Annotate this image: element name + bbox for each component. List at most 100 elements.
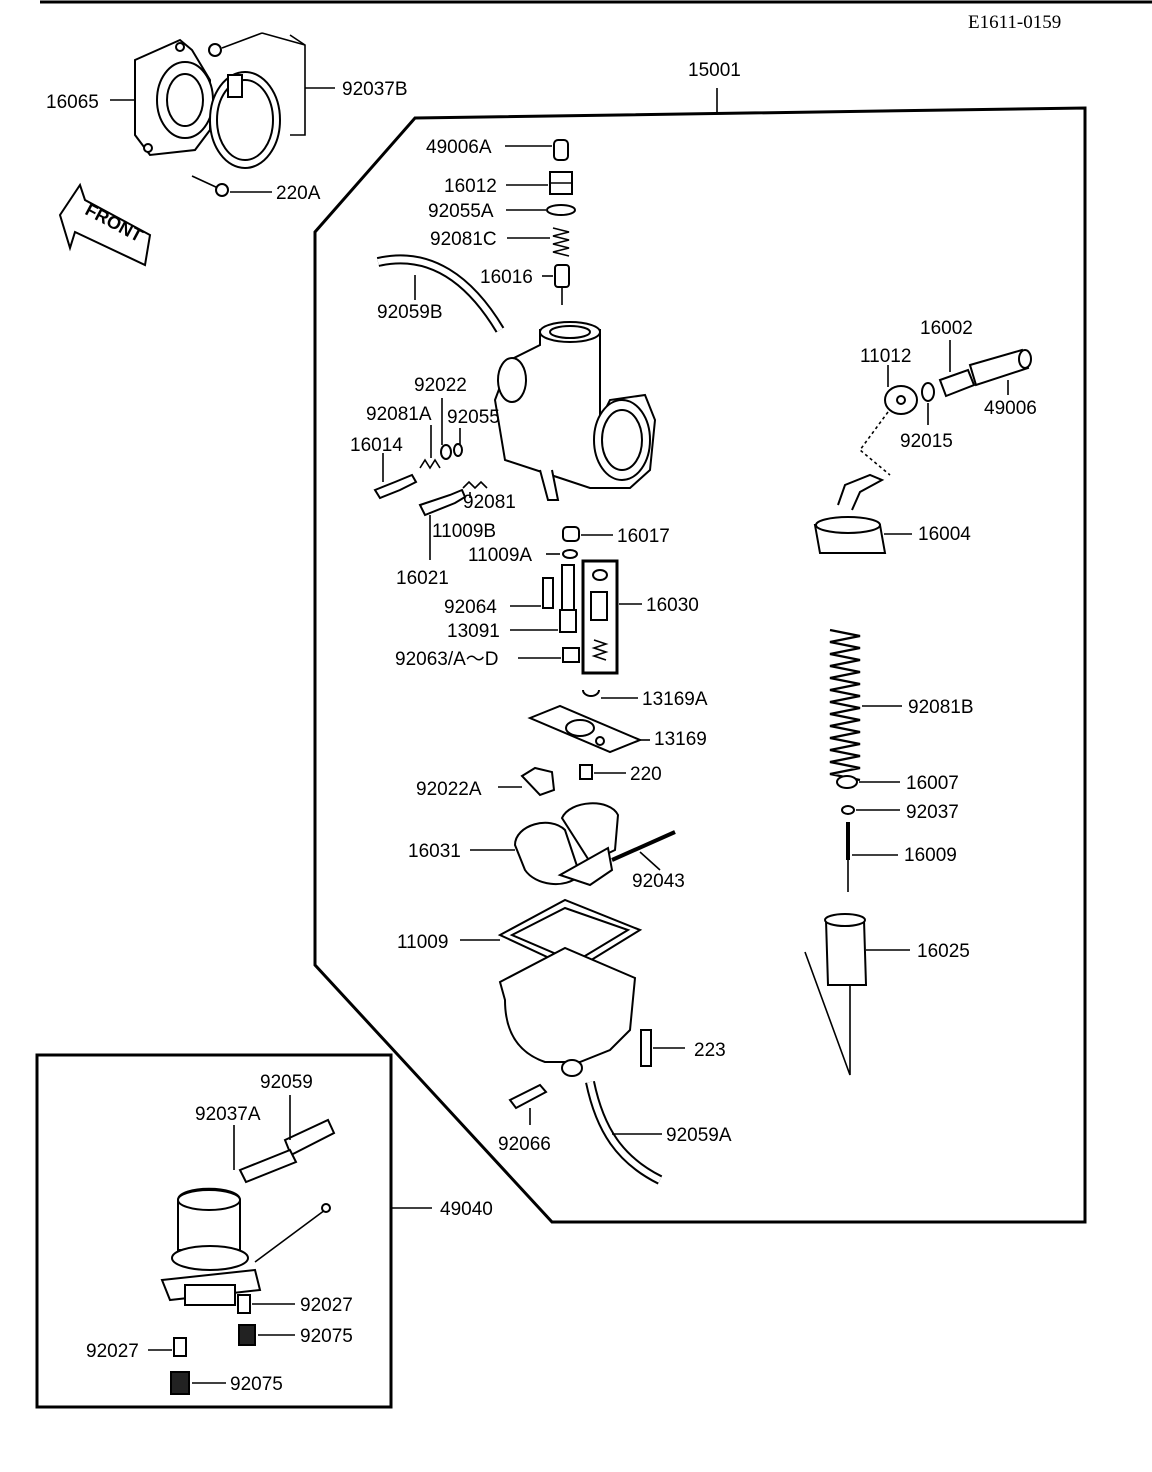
seat-16007-icon: [836, 775, 858, 789]
screw-16021-icon: [418, 488, 467, 517]
pilot-jet-92064-icon: [542, 577, 554, 609]
fuel-pump-inset-box: [35, 1053, 393, 1409]
label-223: 223: [694, 1040, 726, 1061]
label-92055A: 92055A: [428, 201, 494, 222]
label-92059: 92059: [260, 1072, 313, 1093]
label-92075-upper: 92075: [300, 1326, 353, 1347]
label-16065: 16065: [46, 92, 99, 113]
bushing-92027b-icon: [173, 1337, 187, 1357]
main-jet-13091-icon: [559, 564, 577, 633]
label-15001: 15001: [688, 60, 741, 81]
screw-223-icon: [640, 1029, 652, 1067]
fuel-pump-49040: [160, 1187, 262, 1306]
label-92081B: 92081B: [908, 697, 974, 718]
label-16030: 16030: [646, 595, 699, 616]
jet-92063-icon: [562, 647, 580, 663]
needle-jet-16030: [581, 559, 619, 675]
oring-11009A-icon: [562, 549, 578, 559]
drain-screw-92066-icon: [508, 1083, 548, 1110]
label-92037A: 92037A: [195, 1104, 261, 1125]
plug-16017-icon: [562, 526, 580, 542]
tube-92059A: [585, 1080, 663, 1185]
grommet-92075-icon: [238, 1324, 256, 1346]
label-16012: 16012: [444, 176, 497, 197]
spring-92081C-icon: [552, 227, 570, 257]
intake-holder-16065: [134, 38, 214, 157]
label-92055: 92055: [447, 407, 500, 428]
washer-92022-icon: [440, 444, 452, 460]
top-cap-16004: [813, 473, 887, 554]
clip-13169A-icon: [582, 689, 600, 697]
carburetor-assembly-outline: [313, 106, 1087, 1224]
label-49006A: 49006A: [426, 137, 492, 158]
label-16016: 16016: [480, 267, 533, 288]
label-16031: 16031: [408, 841, 461, 862]
carburetor-body: [493, 321, 657, 501]
spring-92081A-icon: [419, 458, 441, 470]
label-16021: 16021: [396, 568, 449, 589]
label-16007: 16007: [906, 773, 959, 794]
spring-92081B: [829, 628, 861, 782]
label-92081: 92081: [463, 492, 516, 513]
label-13091: 13091: [447, 621, 500, 642]
clip-92037-icon: [841, 805, 855, 815]
label-16002: 16002: [920, 318, 973, 339]
nut-11012-icon: [884, 385, 918, 415]
label-13169: 13169: [654, 729, 707, 750]
label-92043: 92043: [632, 871, 685, 892]
label-11009B: 11009B: [432, 521, 496, 542]
label-16009: 16009: [904, 845, 957, 866]
label-92015: 92015: [900, 431, 953, 452]
label-220: 220: [630, 764, 662, 785]
label-16025: 16025: [917, 941, 970, 962]
oring-92055-icon: [453, 443, 463, 457]
label-11009: 11009: [397, 932, 448, 953]
plunger-16016-icon: [554, 264, 570, 305]
float-bowl: [498, 946, 637, 1077]
grommet-92075b-icon: [170, 1371, 190, 1395]
screw-220A: [191, 175, 229, 197]
holder-92022A-icon: [520, 766, 556, 797]
oring-92055A-icon: [546, 204, 576, 216]
label-92059B: 92059B: [377, 302, 443, 323]
screw-220-icon: [579, 764, 593, 780]
label-92063: 92063/A～D: [395, 649, 499, 670]
label-49006: 49006: [984, 398, 1037, 419]
adjuster-16012-icon: [549, 171, 573, 195]
label-11009A: 11009A: [468, 545, 532, 566]
label-92075-lower: 92075: [230, 1374, 283, 1395]
spring-92081-icon: [462, 480, 488, 490]
label-16014: 16014: [350, 435, 403, 456]
label-92022: 92022: [414, 375, 467, 396]
throttle-valve-16025: [824, 913, 868, 986]
label-13169A: 13169A: [642, 689, 708, 710]
hose-92059-icon: [283, 1118, 336, 1157]
screw-16014-icon: [373, 473, 418, 500]
hose-92037A-icon: [238, 1148, 298, 1184]
label-92037: 92037: [906, 802, 959, 823]
label-16017: 16017: [617, 526, 670, 547]
label-92037B: 92037B: [342, 79, 408, 100]
label-92022A: 92022A: [416, 779, 482, 800]
label-11012: 11012: [860, 346, 911, 367]
label-16004: 16004: [918, 524, 971, 545]
screw-upper: [208, 32, 263, 57]
pin-92043-icon: [611, 830, 676, 862]
cap-16002-icon: [938, 368, 976, 398]
label-220A: 220A: [276, 183, 321, 204]
label-92064: 92064: [444, 597, 497, 618]
label-92081A: 92081A: [366, 404, 432, 425]
label-49040: 49040: [440, 1199, 493, 1220]
cap-49006A-icon: [553, 139, 569, 161]
label-92081C: 92081C: [430, 229, 497, 250]
label-92059A: 92059A: [666, 1125, 732, 1146]
washer-92015-icon: [921, 382, 935, 402]
plate-13169: [527, 704, 643, 754]
clamp-92037B: [209, 71, 281, 169]
label-92027-upper: 92027: [300, 1295, 353, 1316]
diagram-code: E1611-0159: [968, 12, 1061, 33]
label-92027-lower: 92027: [86, 1341, 139, 1362]
float-16031: [513, 802, 620, 887]
